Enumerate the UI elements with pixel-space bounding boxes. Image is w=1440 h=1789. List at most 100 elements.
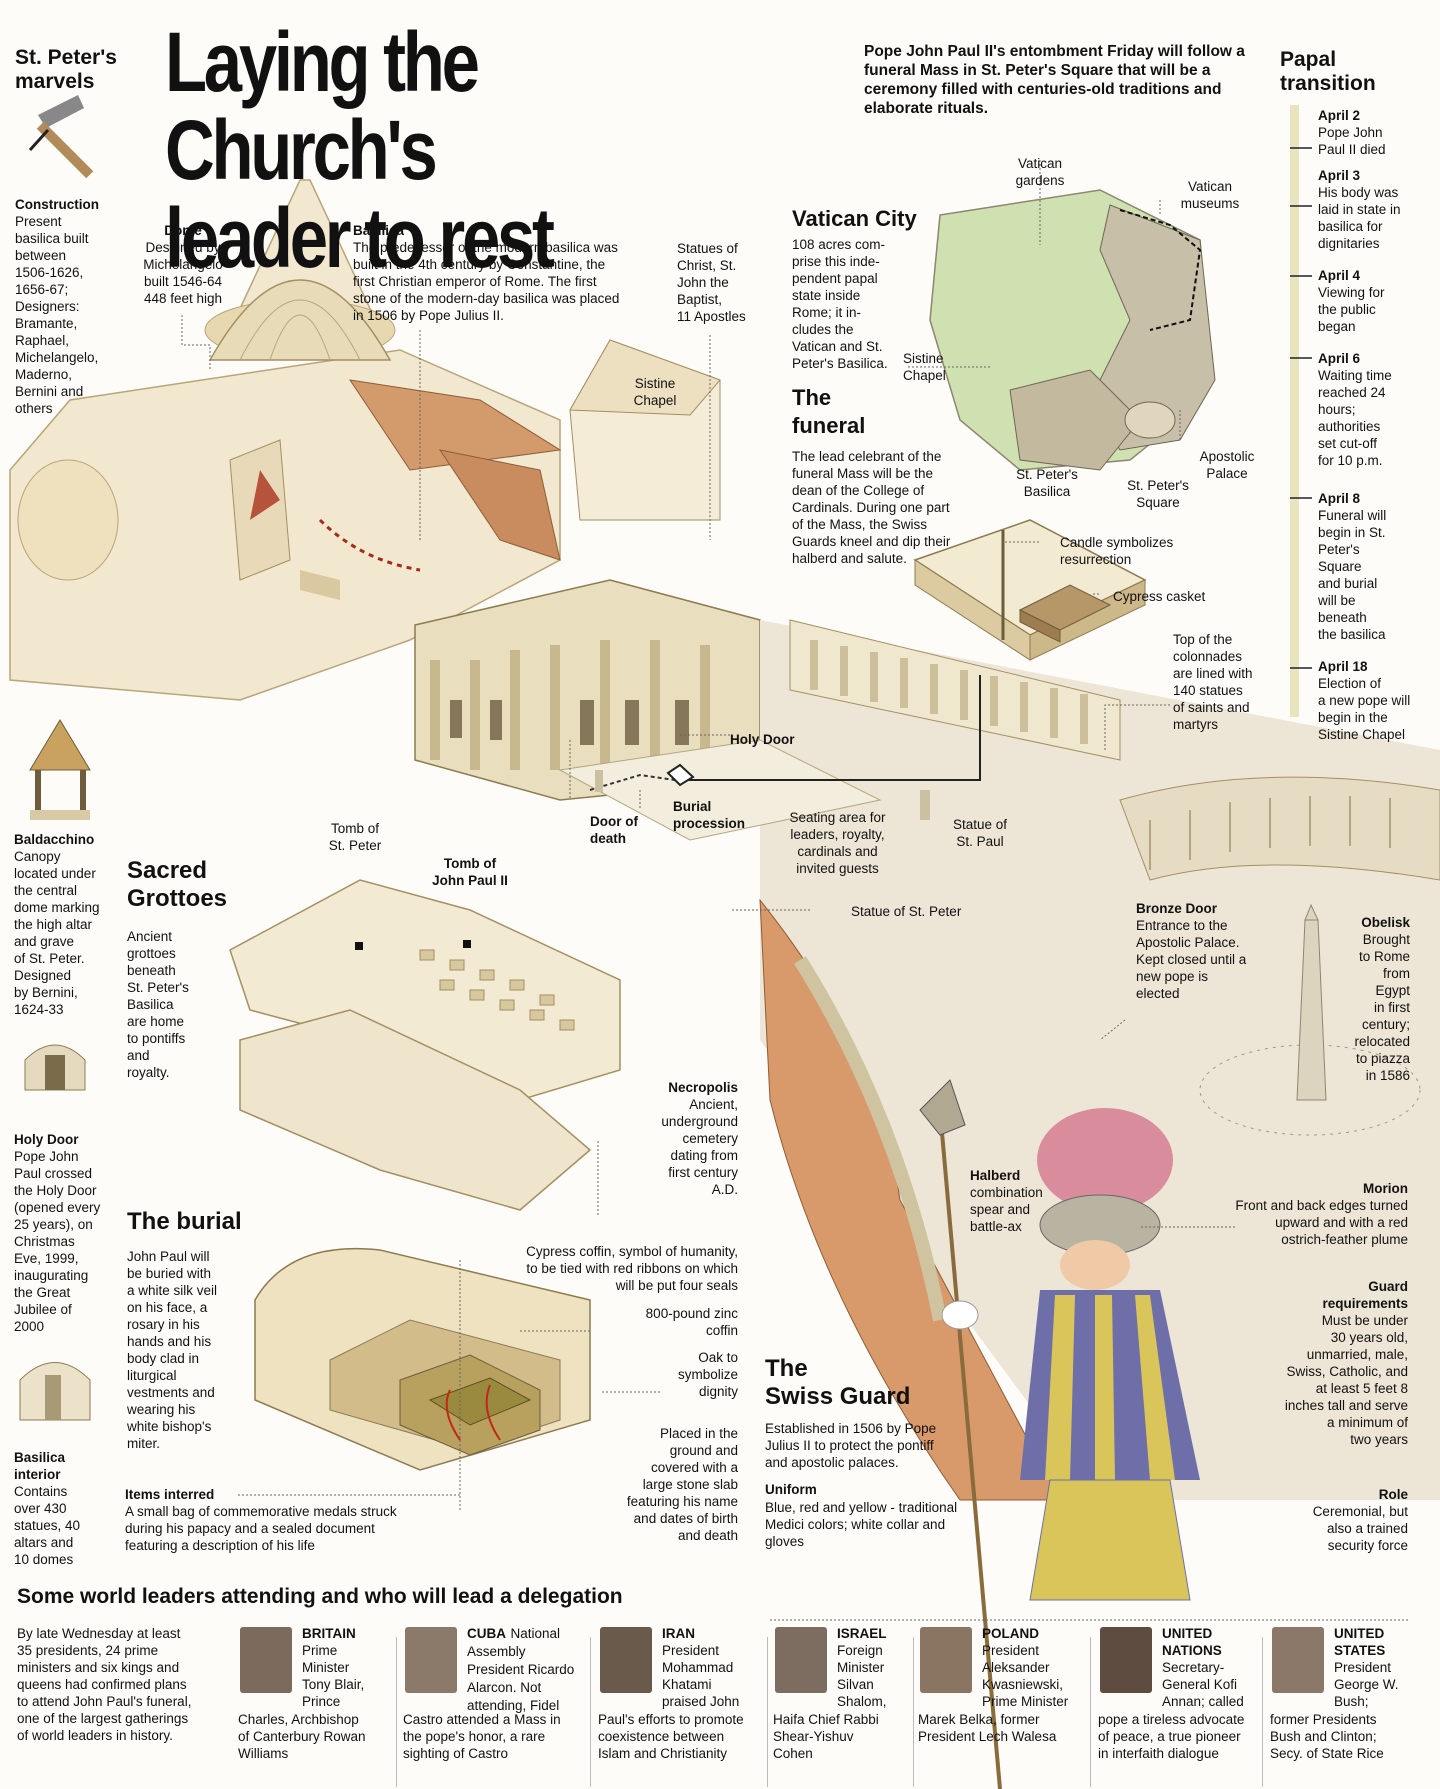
- seating-callout: Seating area for leaders, royalty, cardi…: [789, 810, 886, 876]
- delegation-side-text: President Aleksander Kwasniewski, Prime …: [982, 1643, 1069, 1709]
- timeline-bar: [1290, 105, 1299, 717]
- vatican-map-illustration: [929, 189, 1216, 471]
- basilica-interior-text: Contains over 430 statues, 40 altars and…: [14, 1484, 81, 1567]
- grottoes-text: Ancient grottoes beneath St. Peter's Bas…: [127, 929, 189, 1080]
- portrait-icon: [1100, 1627, 1152, 1693]
- divider: [913, 1637, 914, 1787]
- square-illustration: [558, 619, 1440, 1501]
- map-label-apostolic: Apostolic Palace: [1199, 449, 1255, 481]
- portrait-icon: [405, 1627, 457, 1693]
- delegation-side-text: Prime Minister Tony Blair, Prince: [302, 1643, 365, 1709]
- holy-door-label: Holy Door: [730, 732, 795, 747]
- delegation-header: CUBA National Assembly President Ricardo…: [467, 1625, 592, 1715]
- timeline-event: April 18 Election of a new pope will beg…: [1318, 658, 1436, 743]
- delegation-side-text: National Assembly President Ricardo Alar…: [467, 1626, 575, 1713]
- holy-door-callout: Holy Door Pope John Paul crossed the Hol…: [14, 1131, 124, 1335]
- swiss-guard-title: The Swiss Guard: [765, 1355, 911, 1410]
- delegation-below-text: Marek Belka, former President Lech Wales…: [918, 1712, 1057, 1744]
- timeline-ticks: [1290, 147, 1312, 669]
- obelisk-text: Brought to Rome from Egypt in first cent…: [1354, 932, 1410, 1083]
- divider: [767, 1637, 768, 1787]
- basilica-interior-callout: Basilica interior Contains over 430 stat…: [14, 1449, 124, 1568]
- dome-text: Designed by Michelangelo built 1546-64 4…: [143, 240, 223, 306]
- timeline-date: April 8: [1318, 491, 1361, 506]
- portrait-icon: [600, 1627, 652, 1693]
- leaders-title: Some world leaders attending and who wil…: [17, 1585, 623, 1608]
- timeline-event: April 3 His body was laid in state in ba…: [1318, 167, 1436, 252]
- holy-door-text: Pope John Paul crossed the Holy Door (op…: [14, 1149, 101, 1334]
- statues-callout: Statues of Christ, St. John the Baptist,…: [677, 241, 746, 324]
- delegation-country: CUBA: [467, 1626, 506, 1641]
- timeline-text: Pope John Paul II died: [1318, 125, 1386, 157]
- morion-callout: Morion Front and back edges turned upwar…: [1230, 1180, 1408, 1248]
- morion-title: Morion: [1363, 1181, 1408, 1196]
- burial-text: John Paul will be buried with a white si…: [127, 1249, 218, 1451]
- role-text: Ceremonial, but also a trained security …: [1312, 1504, 1408, 1553]
- timeline-date: April 2: [1318, 108, 1361, 123]
- timeline-title: Papal transition: [1280, 48, 1376, 95]
- tomb-st-peter-callout: Tomb of St. Peter: [328, 821, 382, 853]
- construction-callout: Construction Present basilica built betw…: [15, 196, 125, 417]
- basilica-callout: Basilica The predecessor of the modern b…: [353, 222, 663, 324]
- zinc-coffin-callout: 800-pound zinc coffin: [645, 1306, 738, 1338]
- timeline-date: April 18: [1318, 659, 1368, 674]
- intro-text: Pope John Paul II's entombment Friday wi…: [864, 43, 1245, 117]
- funeral-altar-illustration: [913, 519, 1147, 661]
- map-label-basilica: St. Peter's Basilica: [1016, 467, 1078, 499]
- bronze-door-text: Entrance to the Apostolic Palace. Kept c…: [1136, 918, 1247, 1001]
- delegation-below-text: former Presidents Bush and Clinton; Secy…: [1270, 1712, 1384, 1761]
- role-callout: Role Ceremonial, but also a trained secu…: [1288, 1486, 1408, 1554]
- map-label-gardens: Vatican gardens: [1015, 156, 1065, 188]
- timeline-event: April 6 Waiting time reached 24 hours; a…: [1318, 350, 1436, 469]
- holy-door-title: Holy Door: [14, 1132, 79, 1147]
- necropolis-text: Ancient, underground cemetery dating fro…: [661, 1097, 738, 1197]
- delegation-below-text: Haifa Chief Rabbi Shear-Yishuv Cohen: [773, 1712, 879, 1761]
- colonnades-callout: Top of the colonnades are lined with 140…: [1173, 632, 1253, 732]
- baldacchino-text: Canopy located under the central dome ma…: [14, 849, 100, 1017]
- portrait-icon: [1272, 1627, 1324, 1693]
- burial-title: The burial: [127, 1208, 242, 1235]
- burial-cutaway-illustration: [254, 1247, 591, 1471]
- basilica-text: The predecessor of the modern basilica w…: [353, 240, 620, 323]
- timeline-event: April 8 Funeral will begin in St. Peter'…: [1318, 490, 1436, 643]
- timeline-event: April 4 Viewing for the public began: [1318, 267, 1436, 335]
- page-title: Laying the Church's leader to rest: [165, 15, 555, 285]
- baldacchino-title: Baldacchino: [14, 832, 95, 847]
- guard-requirements-title: Guard requirements: [1322, 1279, 1408, 1311]
- bronze-door-title: Bronze Door: [1136, 901, 1217, 916]
- basilica-illustration: [9, 179, 761, 801]
- delegation-country: BRITAIN: [302, 1626, 356, 1641]
- tomb-jp2-callout: Tomb of John Paul II: [432, 856, 508, 888]
- timeline-event: April 2 Pope John Paul II died: [1318, 107, 1436, 158]
- holy-door-icon: [24, 1044, 86, 1091]
- cypress-casket-callout: Cypress casket: [1113, 589, 1206, 604]
- candle-callout: Candle symbolizes resurrection: [1060, 535, 1174, 567]
- divider: [590, 1637, 591, 1787]
- uniform-title: Uniform: [765, 1482, 817, 1497]
- door-of-death-label: Door of death: [590, 814, 638, 846]
- necropolis-callout: Necropolis Ancient, underground cemetery…: [620, 1079, 738, 1198]
- halberd-callout: Halberd combination spear and battle-ax: [970, 1167, 1060, 1235]
- delegation-side-text: Secretary- General Kofi Annan; called: [1162, 1660, 1244, 1709]
- obelisk-title: Obelisk: [1361, 915, 1410, 930]
- baldacchino-callout: Baldacchino Canopy located under the cen…: [14, 831, 124, 1018]
- delegation-country: ISRAEL: [837, 1626, 887, 1641]
- timeline-text: Viewing for the public began: [1318, 285, 1385, 334]
- cypress-coffin-callout: Cypress coffin, symbol of humanity, to b…: [526, 1244, 738, 1293]
- vatican-text: 108 acres com- prise this inde- pendent …: [792, 237, 888, 371]
- sistine-chapel-callout: Sistine Chapel: [633, 376, 677, 408]
- marvels-title: St. Peter's marvels: [15, 46, 117, 93]
- items-interred-title: Items interred: [125, 1487, 215, 1502]
- dome-callout: Dome Designed by Michelangelo built 1546…: [128, 222, 238, 307]
- delegation-country: POLAND: [982, 1626, 1039, 1641]
- timeline-date: April 3: [1318, 168, 1361, 183]
- portrait-icon: [775, 1627, 827, 1693]
- funeral-title: The funeral: [792, 385, 866, 438]
- delegation-side-text: President Mohammad Khatami praised John: [662, 1643, 740, 1709]
- construction-title: Construction: [15, 197, 99, 212]
- basilica-interior-title: Basilica interior: [14, 1450, 66, 1482]
- obelisk-callout: Obelisk Brought to Rome from Egypt in fi…: [1320, 914, 1410, 1084]
- portrait-icon: [240, 1627, 292, 1693]
- divider: [1262, 1637, 1263, 1787]
- map-label-museums: Vatican museums: [1180, 179, 1240, 211]
